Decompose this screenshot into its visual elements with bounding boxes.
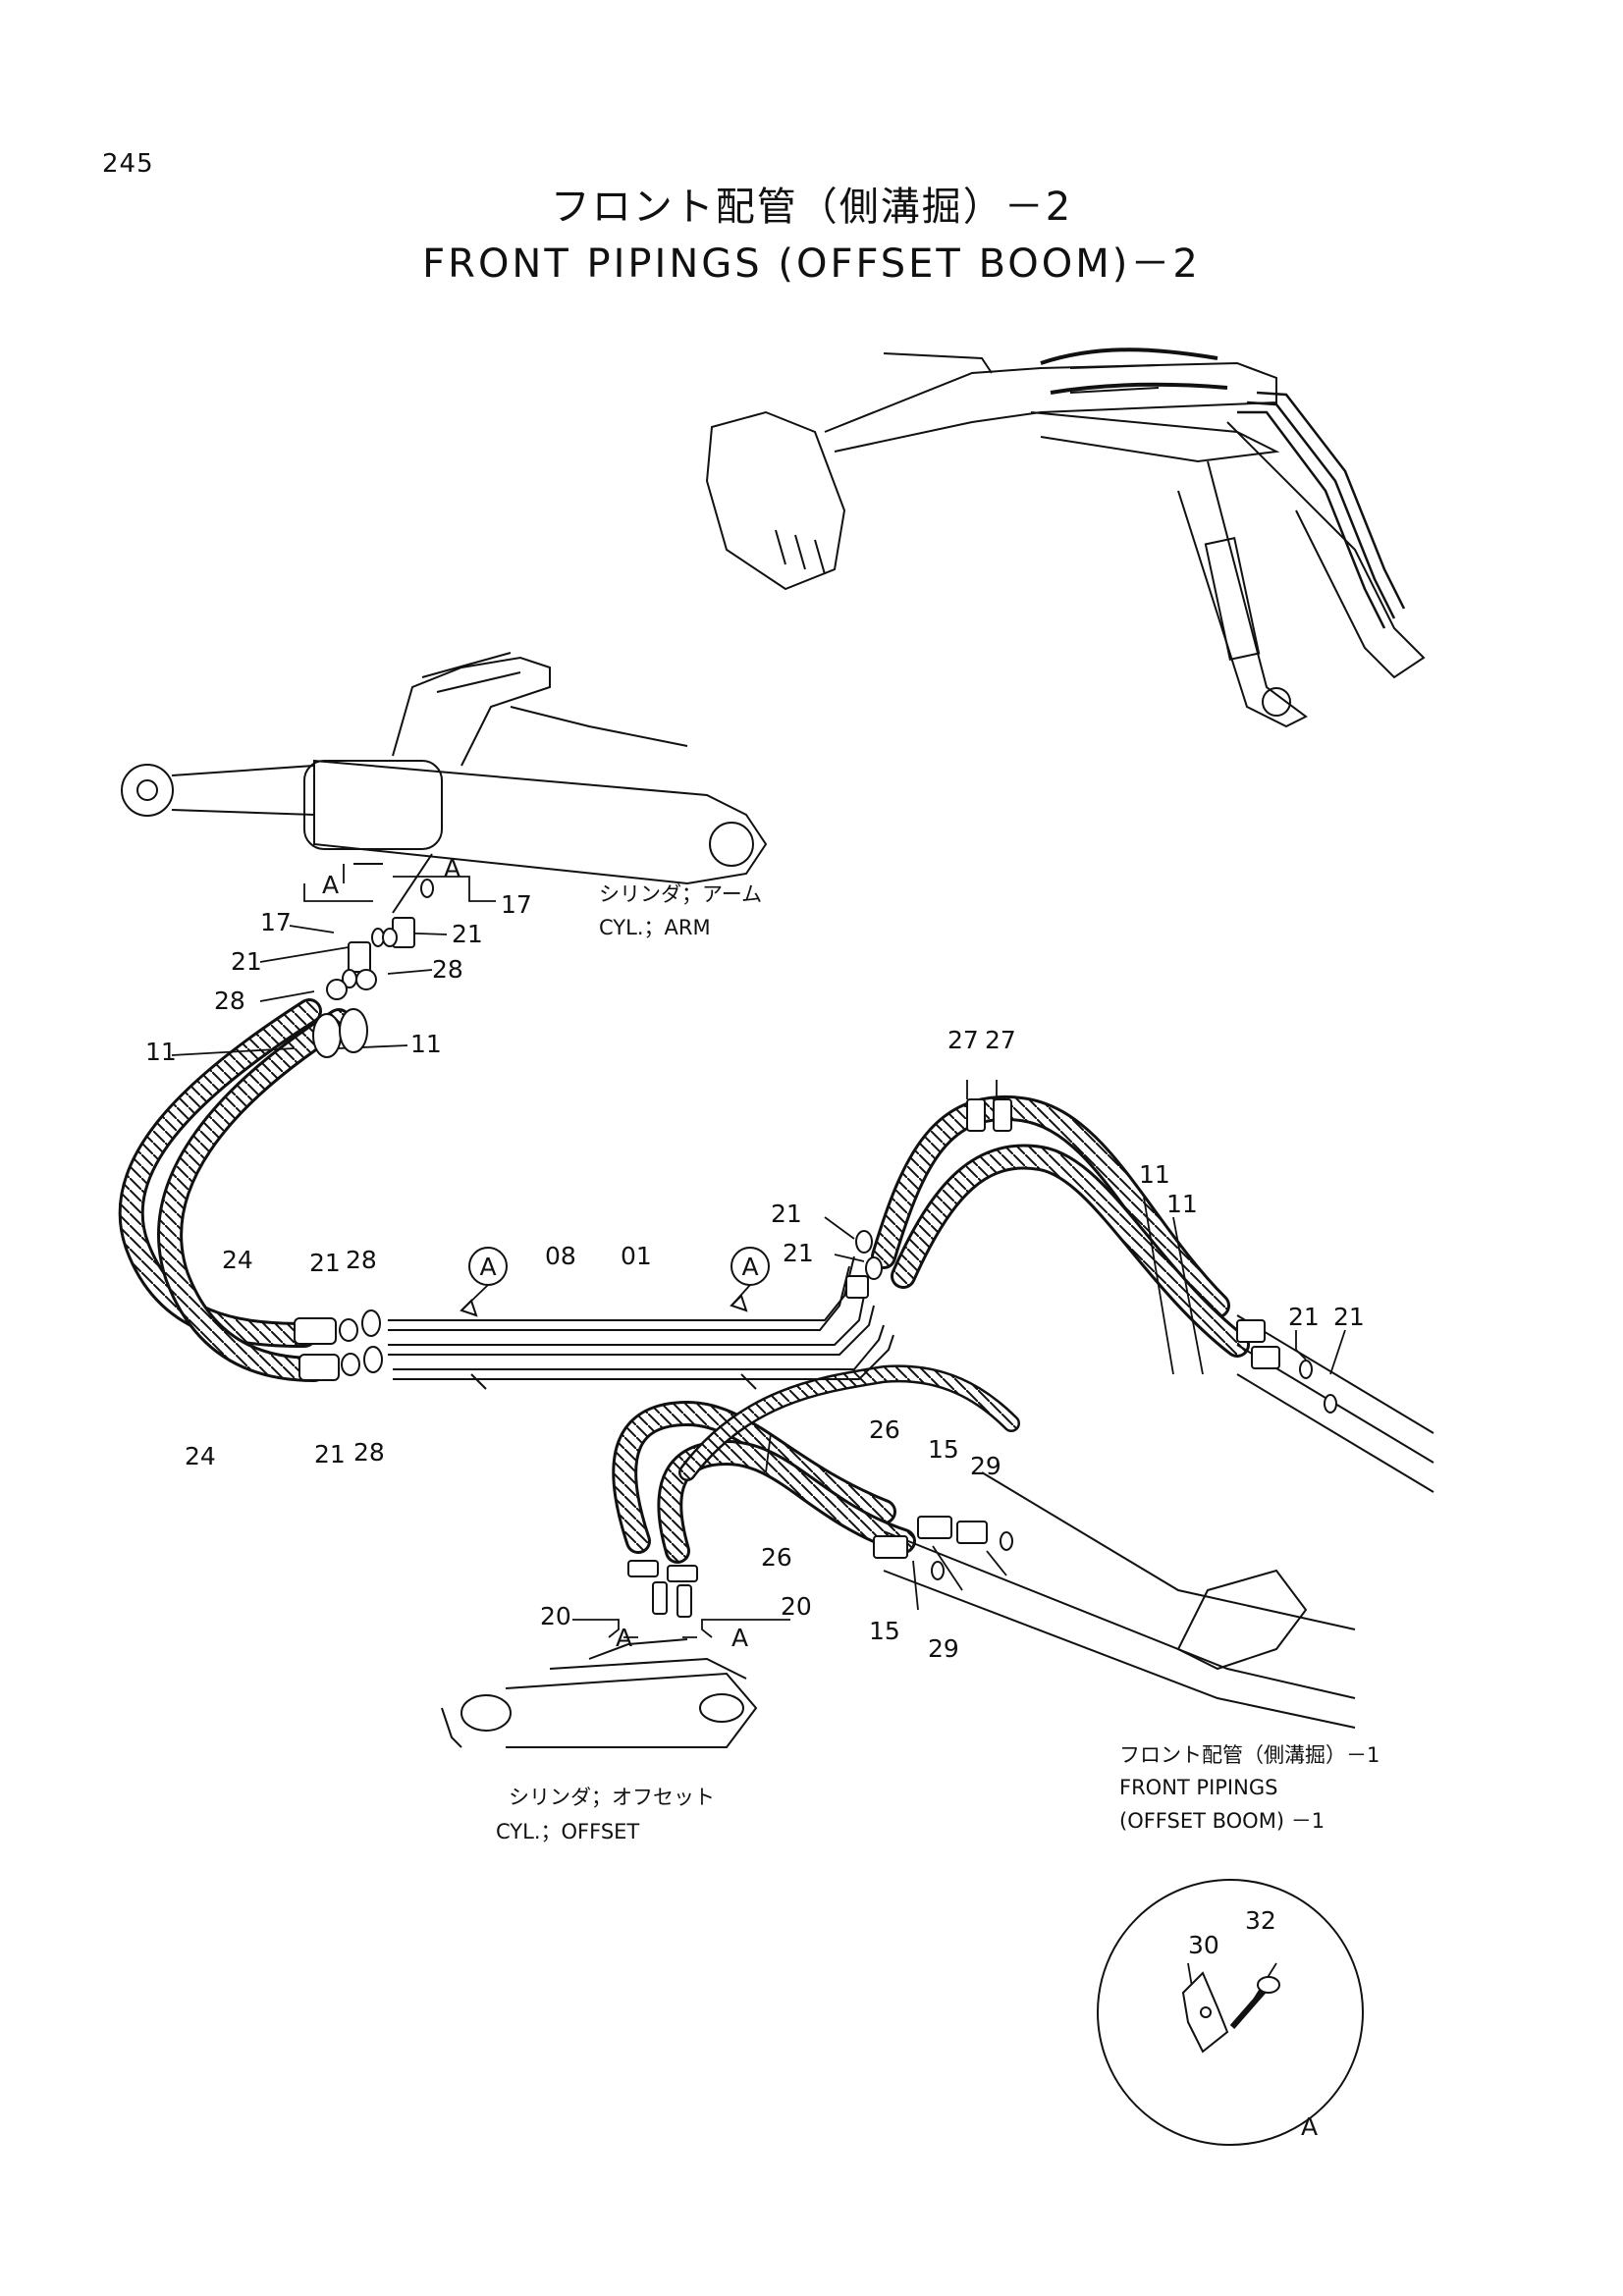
label-24-top: 24 <box>222 1246 253 1274</box>
offset-cylinder-illustration <box>441 1638 758 1748</box>
label-11-right: 11 <box>410 1030 442 1058</box>
caption-reference-en-2: (OFFSET BOOM) －1 <box>1119 1809 1325 1833</box>
label-29-top: 29 <box>970 1452 1001 1480</box>
label-21-pipe-bottom: 21 <box>314 1440 346 1468</box>
label-27-left: 27 <box>947 1026 979 1054</box>
label-arm-a-left: A <box>322 871 339 899</box>
part-labels: A A 17 17 21 21 28 28 11 11 27 27 11 11 … <box>145 854 1365 2141</box>
label-offset-a-right: A <box>731 1624 748 1652</box>
title-japanese: フロント配管（側溝掘）－2 <box>550 185 1073 230</box>
label-21-mid: 21 <box>783 1239 814 1267</box>
label-27-right: 27 <box>985 1026 1016 1054</box>
label-20-right: 20 <box>781 1592 812 1621</box>
detail-a-callout-right: A <box>741 1253 758 1281</box>
coiled-hoses <box>118 998 1250 1564</box>
label-21-left-arm: 21 <box>231 947 262 976</box>
detail-a-callouts: A A <box>460 1247 770 1311</box>
label-24-bottom: 24 <box>185 1442 216 1470</box>
label-28-left-arm: 28 <box>214 987 245 1015</box>
label-08: 08 <box>545 1242 576 1270</box>
label-17-left: 17 <box>260 908 292 936</box>
arm-cylinder-illustration <box>121 652 768 914</box>
label-17-right: 17 <box>501 890 532 919</box>
label-21-pipe-top: 21 <box>309 1249 341 1277</box>
title-english: FRONT PIPINGS (OFFSET BOOM)－2 <box>422 241 1201 287</box>
label-21-right-1: 21 <box>1288 1303 1320 1331</box>
label-32: 32 <box>1245 1906 1276 1935</box>
label-21-top: 21 <box>771 1200 802 1228</box>
caption-arm-cylinder-en: CYL.；ARM <box>599 916 711 939</box>
label-detail-a: A <box>1301 2112 1318 2141</box>
label-offset-a-left: A <box>616 1624 632 1652</box>
captions: シリンダ；アーム CYL.；ARM シリンダ；オフセット CYL.；OFFSET… <box>496 882 1380 1843</box>
excavator-front-illustration <box>705 347 1426 728</box>
caption-offset-cylinder-jp: シリンダ；オフセット <box>509 1786 715 1809</box>
label-arm-a-right: A <box>444 854 460 882</box>
label-26-bottom: 26 <box>761 1543 792 1572</box>
steel-pipes <box>388 1255 1434 1729</box>
label-11-top-1: 11 <box>1139 1160 1170 1189</box>
caption-arm-cylinder-jp: シリンダ；アーム <box>599 882 762 906</box>
label-28-right-arm: 28 <box>432 955 463 984</box>
detail-a-callout-left: A <box>479 1253 496 1281</box>
label-28-pipe-bottom: 28 <box>353 1438 385 1467</box>
label-21-right-2: 21 <box>1333 1303 1365 1331</box>
label-30: 30 <box>1188 1931 1219 1959</box>
label-21-right-arm: 21 <box>452 920 483 948</box>
detail-a-inset <box>1097 1879 1364 2146</box>
caption-reference-jp: フロント配管（側溝掘）－1 <box>1119 1743 1380 1767</box>
label-28-pipe-top: 28 <box>346 1246 377 1274</box>
caption-reference-en-1: FRONT PIPINGS <box>1119 1776 1277 1799</box>
caption-offset-cylinder-en: CYL.；OFFSET <box>496 1820 639 1843</box>
label-29-bottom: 29 <box>928 1634 959 1663</box>
fittings <box>294 879 1337 1618</box>
label-11-left: 11 <box>145 1038 177 1066</box>
label-15-bottom: 15 <box>869 1617 900 1645</box>
leader-lines <box>171 864 1346 2003</box>
label-15-top: 15 <box>928 1435 959 1464</box>
label-11-top-2: 11 <box>1166 1190 1198 1218</box>
label-26-top: 26 <box>869 1415 900 1444</box>
page-number: 245 <box>102 149 154 179</box>
label-01: 01 <box>621 1242 652 1270</box>
label-20-left: 20 <box>540 1602 571 1630</box>
